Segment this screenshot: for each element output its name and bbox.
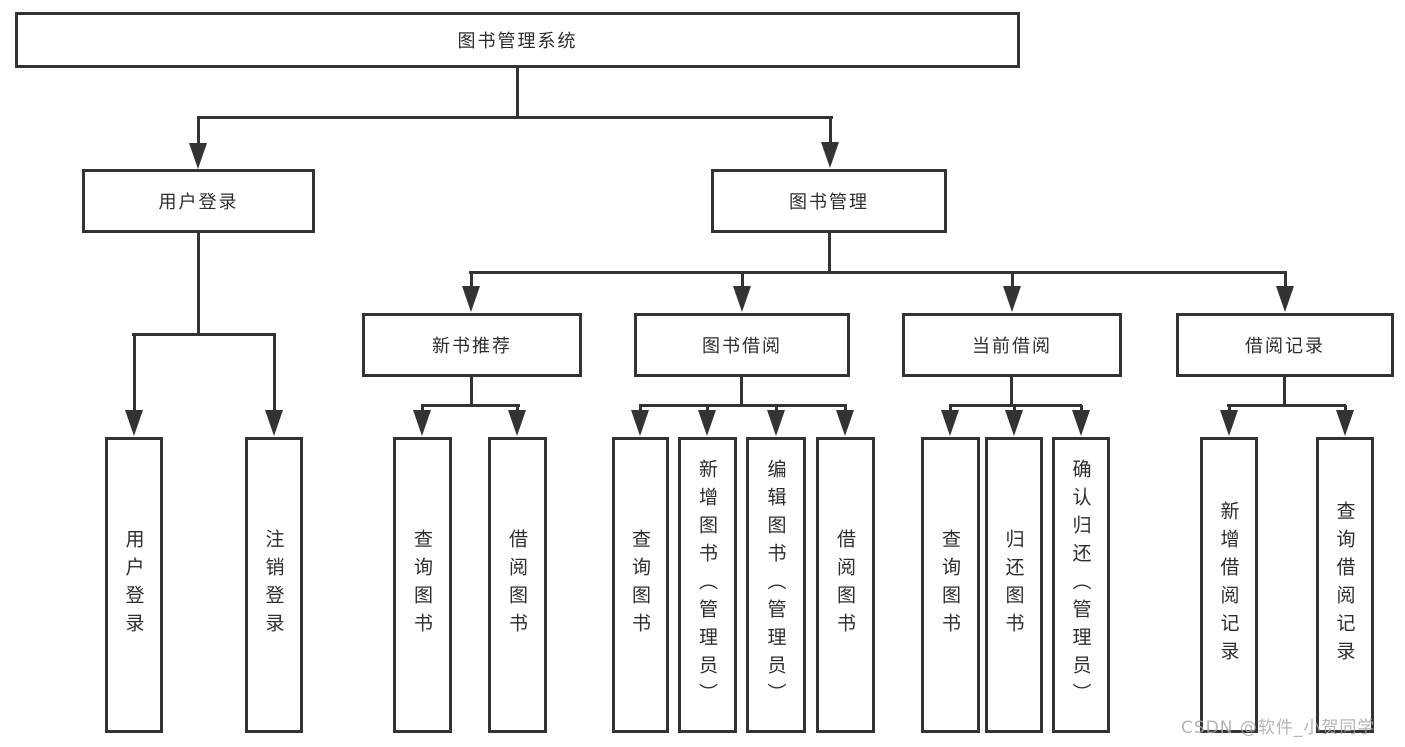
- arrow-stem: [775, 405, 778, 412]
- arrow-head-icon: [821, 142, 839, 168]
- node-leaf-bb-edit-books: 编辑图书（管理员）: [746, 437, 806, 733]
- node-leaf-bb-borrow-books: 借阅图书: [816, 437, 875, 733]
- connector-line: [197, 116, 833, 119]
- arrow-stem: [829, 116, 832, 144]
- node-label: 注销登录: [262, 529, 285, 641]
- connector-line: [1227, 404, 1346, 407]
- node-leaf-user-login: 用户登录: [105, 437, 163, 733]
- arrow-head-icon: [631, 410, 649, 436]
- node-leaf-cb-query-books: 查询图书: [921, 437, 980, 733]
- arrow-head-icon: [189, 143, 207, 169]
- arrow-head-icon: [265, 410, 283, 436]
- arrow-stem: [133, 334, 136, 412]
- node-leaf-br-add-record: 新增借阅记录: [1200, 437, 1258, 733]
- node-book-borrowing: 图书借阅: [634, 313, 850, 377]
- node-book-management: 图书管理: [711, 169, 947, 233]
- node-borrowing-records: 借阅记录: [1176, 313, 1394, 377]
- arrow-head-icon: [941, 410, 959, 436]
- node-label: 确认归还（管理员）: [1069, 459, 1092, 711]
- node-label: 用户登录: [122, 529, 145, 641]
- connector-line: [470, 377, 473, 406]
- node-label: 新增借阅记录: [1217, 501, 1240, 669]
- connector-line: [740, 377, 743, 406]
- arrow-stem: [1228, 405, 1231, 412]
- node-label: 编辑图书（管理员）: [764, 459, 787, 711]
- connector-line: [639, 404, 847, 407]
- node-label: 新增图书（管理员）: [696, 459, 718, 711]
- node-label: 查询借阅记录: [1333, 501, 1356, 669]
- node-leaf-bb-add-books: 新增图书（管理员）: [678, 437, 737, 733]
- connector-line: [469, 271, 1287, 274]
- node-user-login: 用户登录: [82, 169, 315, 233]
- arrow-head-icon: [733, 286, 751, 312]
- node-label: 查询图书: [939, 529, 961, 641]
- arrow-head-icon: [767, 410, 785, 436]
- node-leaf-cb-return-books: 归还图书: [985, 437, 1043, 733]
- arrow-stem: [421, 405, 424, 412]
- arrow-head-icon: [508, 410, 526, 436]
- arrow-head-icon: [462, 286, 480, 312]
- arrow-head-icon: [1005, 410, 1023, 436]
- node-leaf-cb-confirm-return: 确认归还（管理员）: [1052, 437, 1110, 733]
- connector-line: [197, 233, 200, 336]
- arrow-stem: [470, 272, 473, 288]
- connector-line: [516, 68, 519, 118]
- node-label: 查询图书: [411, 529, 433, 641]
- node-label: 查询图书: [629, 529, 651, 641]
- arrow-stem: [1344, 405, 1347, 412]
- node-leaf-logout: 注销登录: [245, 437, 303, 733]
- arrow-stem: [197, 116, 200, 145]
- node-label: 用户登录: [158, 192, 239, 213]
- watermark-text: CSDN @软件_小贺同学: [1181, 718, 1376, 738]
- node-label: 借阅图书: [506, 529, 528, 641]
- node-label: 图书管理: [789, 192, 869, 213]
- arrow-head-icon: [836, 410, 854, 436]
- arrow-stem: [741, 272, 744, 288]
- node-current-borrowing: 当前借阅: [902, 313, 1122, 377]
- arrow-stem: [706, 405, 709, 412]
- arrow-stem: [949, 405, 952, 412]
- arrow-head-icon: [1276, 286, 1294, 312]
- node-new-book-recommend: 新书推荐: [362, 313, 582, 377]
- node-root: 图书管理系统: [15, 12, 1020, 68]
- arrow-head-icon: [1003, 286, 1021, 312]
- arrow-head-icon: [413, 410, 431, 436]
- arrow-head-icon: [1072, 410, 1090, 436]
- node-label: 归还图书: [1002, 529, 1025, 641]
- arrow-stem: [1284, 272, 1287, 288]
- node-label: 借阅图书: [834, 529, 856, 641]
- node-label: 当前借阅: [972, 336, 1052, 357]
- arrow-head-icon: [1220, 410, 1238, 436]
- arrow-stem: [1080, 405, 1083, 412]
- arrow-stem: [516, 405, 519, 412]
- node-leaf-nbr-borrow-books: 借阅图书: [488, 437, 547, 733]
- node-label: 借阅记录: [1245, 336, 1325, 357]
- connector-line: [828, 233, 831, 274]
- connector-line: [132, 333, 276, 336]
- arrow-head-icon: [1336, 410, 1354, 436]
- arrow-head-icon: [125, 410, 143, 436]
- node-leaf-bb-query-books: 查询图书: [612, 437, 669, 733]
- node-leaf-nbr-query-books: 查询图书: [393, 437, 452, 733]
- connector-line: [1283, 377, 1286, 406]
- node-leaf-br-query-record: 查询借阅记录: [1316, 437, 1374, 733]
- arrow-stem: [1011, 272, 1014, 288]
- connector-line: [421, 404, 520, 407]
- node-label: 新书推荐: [432, 336, 512, 357]
- arrow-stem: [639, 405, 642, 412]
- node-label: 图书借阅: [702, 336, 782, 357]
- node-label: 图书管理系统: [457, 31, 578, 52]
- arrow-stem: [1013, 405, 1016, 412]
- connector-line: [1010, 377, 1013, 406]
- arrow-stem: [273, 334, 276, 412]
- arrow-stem: [844, 405, 847, 412]
- arrow-head-icon: [698, 410, 716, 436]
